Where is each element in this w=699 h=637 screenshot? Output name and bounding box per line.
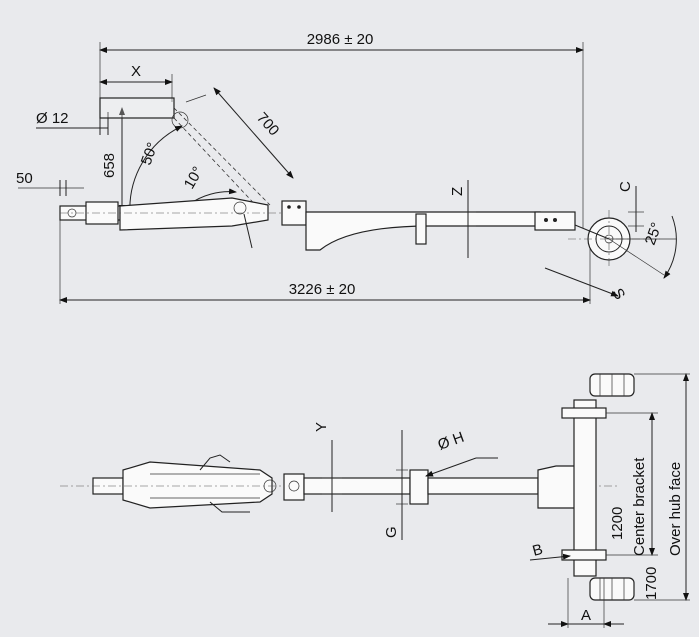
dim-dh-text: Ø H xyxy=(436,429,467,454)
angle-50-text: 50° xyxy=(138,140,162,167)
dim-b-text: B xyxy=(531,541,545,560)
dim-2986-text: 2986 ± 20 xyxy=(307,31,374,48)
angle-10-text: 10° xyxy=(181,164,207,192)
beam-top xyxy=(303,477,411,495)
dim-z-text: Z xyxy=(449,187,466,196)
angle-25-text: 25° xyxy=(642,220,666,247)
dim-a-text: A xyxy=(581,607,591,624)
dim-3226-text: 3226 ± 20 xyxy=(289,281,356,298)
dim-1700-text: 1700 xyxy=(643,567,660,600)
axle xyxy=(573,399,597,577)
over-hub-label: Over hub face xyxy=(667,462,684,556)
dim-700-text: 700 xyxy=(253,109,282,139)
dim-y-text: Y xyxy=(313,422,330,432)
dim-x-text: X xyxy=(131,63,141,80)
dim-658-text: 658 xyxy=(101,153,118,178)
side-view: 2986 ± 20 3226 ± 20 X Ø 12 658 50 xyxy=(16,31,677,304)
dim-g-text: G xyxy=(383,526,400,538)
drawbar-front xyxy=(119,197,269,231)
dim-c-text: C xyxy=(617,181,634,192)
dim-1200-text: 1200 xyxy=(609,507,626,540)
dim-s-text: S xyxy=(609,286,629,303)
top-view: Y G Ø H B A 1200 xyxy=(60,373,690,628)
main-beam xyxy=(305,211,541,251)
dim-d12-text: Ø 12 xyxy=(36,110,69,127)
center-bracket-label: Center bracket xyxy=(631,457,648,556)
dim-50-text: 50 xyxy=(16,170,33,187)
